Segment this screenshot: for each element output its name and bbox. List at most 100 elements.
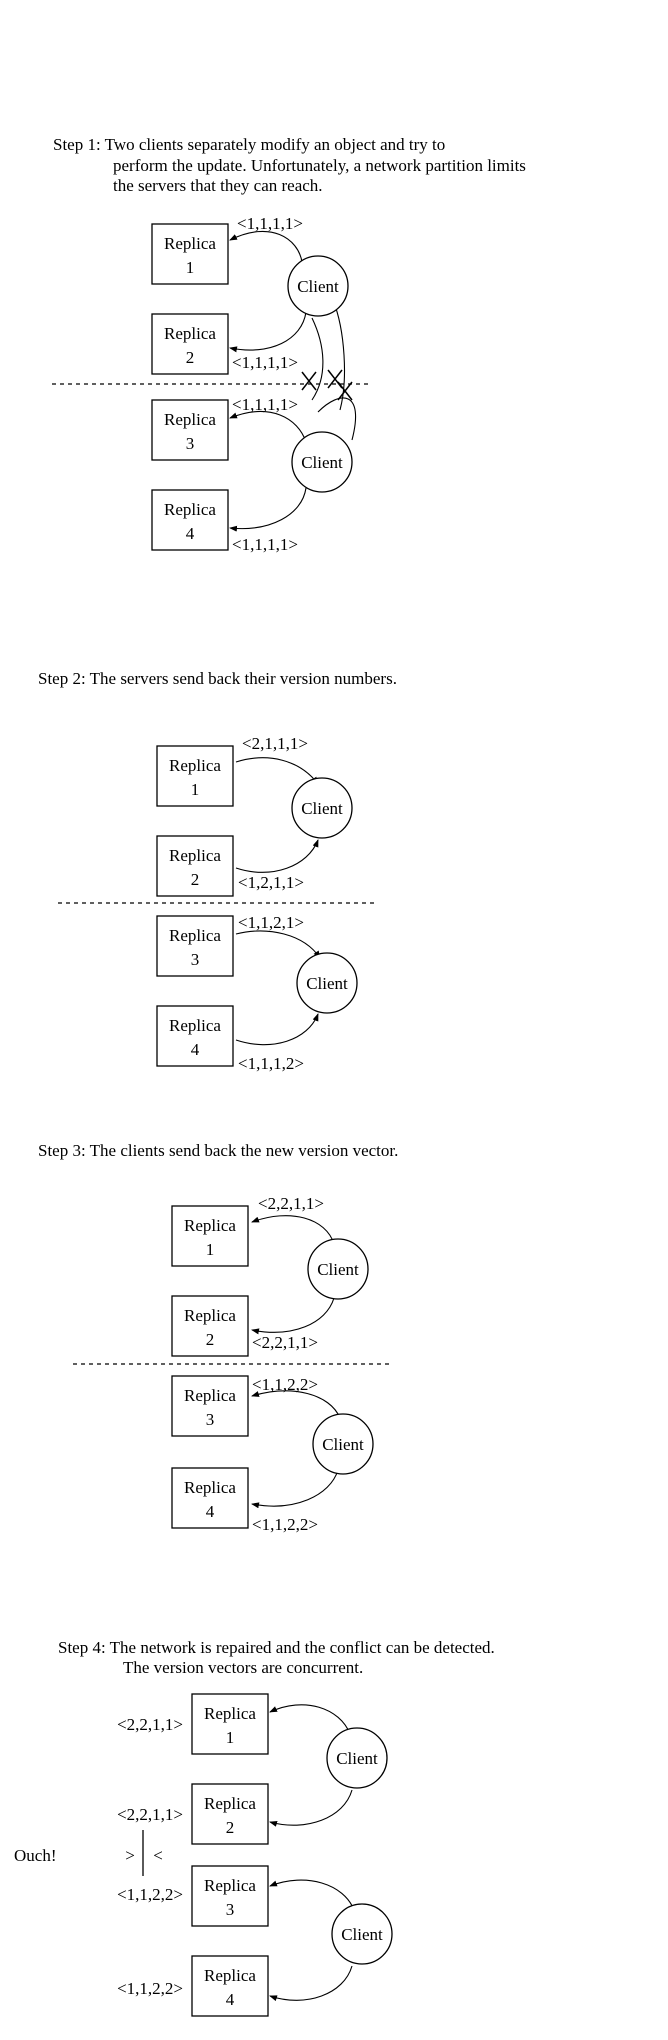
replica-label: Replica [184, 1478, 236, 1497]
step-3-caption: Step 3: The clients send back the new ve… [38, 1141, 398, 1160]
step-2-replica-4: Replica 4 [156, 1005, 234, 1067]
replica-label: Replica [204, 1876, 256, 1895]
step-1-replica-3: Replica 3 [151, 399, 229, 461]
replica-number: 3 [206, 1410, 215, 1429]
update-arrow [229, 230, 303, 263]
replica-label: Replica [204, 1794, 256, 1813]
step-4-client-2: Client [331, 1903, 393, 1965]
update-arrow [251, 1215, 335, 1245]
replica-number: 2 [191, 870, 200, 889]
step-4-replica-1: Replica 1 [191, 1693, 269, 1755]
link-arrow [269, 1879, 355, 1911]
step-1-client-2: Client [291, 431, 353, 493]
link-arrow [269, 1965, 353, 2002]
replica-number: 1 [191, 780, 200, 799]
step-1-replica-1: Replica 1 [151, 223, 229, 285]
step-3-replica-1: Replica 1 [171, 1205, 249, 1267]
replica-label: Replica [169, 846, 221, 865]
step-3-client-2: Client [312, 1413, 374, 1475]
link-arrow [269, 1704, 351, 1735]
replica-number: 3 [226, 1900, 235, 1919]
client-label: Client [301, 799, 343, 818]
client-label: Client [297, 277, 339, 296]
step-3-replica-3: Replica 3 [171, 1375, 249, 1437]
version-vector: <1,1,1,1> [232, 353, 298, 372]
update-arrow [229, 487, 307, 532]
update-arrow [251, 1469, 339, 1509]
step-1: Step 1: Two clients separately modify an… [52, 135, 526, 554]
step-2-replica-2: Replica 2 [156, 835, 234, 897]
version-vector: <1,1,2,1> [238, 913, 304, 932]
step-4-caption-line-1: Step 4: The network is repaired and the … [58, 1638, 495, 1657]
replica-number: 1 [206, 1240, 215, 1259]
replica-label: Replica [184, 1386, 236, 1405]
replica-label: Replica [169, 756, 221, 775]
replica-label: Replica [204, 1966, 256, 1985]
step-1-replica-2: Replica 2 [151, 313, 229, 375]
version-vector: <1,1,1,1> [237, 214, 303, 233]
step-3-replica-4: Replica 4 [171, 1467, 249, 1529]
client-label: Client [322, 1435, 364, 1454]
replica-label: Replica [169, 1016, 221, 1035]
step-1-caption-line-1: Step 1: Two clients separately modify an… [53, 135, 445, 154]
version-vector: <1,1,2,2> [252, 1515, 318, 1534]
client-label: Client [317, 1260, 359, 1279]
replica-label: Replica [169, 926, 221, 945]
version-vector: <2,2,1,1> [252, 1333, 318, 1352]
replica-number: 4 [191, 1040, 200, 1059]
replica-label: Replica [164, 410, 216, 429]
version-vector: <1,2,1,1> [238, 873, 304, 892]
blocked-cross-icon [337, 381, 353, 401]
update-arrow [229, 411, 307, 443]
replica-label: Replica [164, 500, 216, 519]
version-vector: <1,1,2,2> [117, 1885, 183, 1904]
step-4-replica-3: Replica 3 [191, 1865, 269, 1927]
step-2-replica-1: Replica 1 [156, 745, 234, 807]
reply-arrow [235, 930, 321, 959]
version-vector: <2,1,1,1> [242, 734, 308, 753]
client-label: Client [341, 1925, 383, 1944]
step-1-caption-line-3: the servers that they can reach. [113, 176, 323, 195]
reply-arrow [235, 1013, 319, 1046]
replica-number: 2 [226, 1818, 235, 1837]
client-label: Client [301, 453, 343, 472]
update-arrow [251, 1297, 335, 1335]
step-2-client-1: Client [291, 777, 353, 839]
version-vector: <1,1,1,2> [238, 1054, 304, 1073]
step-3: Step 3: The clients send back the new ve… [38, 1141, 398, 1534]
replica-number: 2 [186, 348, 195, 367]
link-arrow [269, 1789, 353, 1827]
replica-number: 4 [206, 1502, 215, 1521]
step-4-caption-line-2: The version vectors are concurrent. [123, 1658, 363, 1677]
version-vector: <2,2,1,1> [117, 1715, 183, 1734]
replica-number: 4 [186, 524, 195, 543]
ouch-label: Ouch! [14, 1846, 56, 1865]
replica-label: Replica [184, 1306, 236, 1325]
step-3-client-1: Client [307, 1238, 369, 1300]
step-2: Step 2: The servers send back their vers… [38, 669, 397, 1073]
update-arrow [229, 311, 307, 353]
replica-number: 4 [226, 1990, 235, 2009]
step-3-replica-2: Replica 2 [171, 1295, 249, 1357]
version-vector: <1,1,1,1> [232, 535, 298, 554]
update-arrow [251, 1390, 341, 1419]
version-vector: <2,2,1,1> [258, 1194, 324, 1213]
step-1-caption-line-2: perform the update. Unfortunately, a net… [113, 156, 526, 175]
step-1-client-1: Client [287, 255, 349, 317]
step-4-client-1: Client [326, 1727, 388, 1789]
version-vector: <1,1,1,1> [232, 395, 298, 414]
replica-label: Replica [204, 1704, 256, 1723]
step-4-replica-2: Replica 2 [191, 1783, 269, 1845]
step-2-client-2: Client [296, 952, 358, 1014]
replica-number: 2 [206, 1330, 215, 1349]
blocked-update-arrow [317, 397, 357, 441]
step-4: Step 4: The network is repaired and the … [14, 1638, 495, 2017]
version-vector: <2,2,1,1> [117, 1805, 183, 1824]
blocked-update-arrow [311, 317, 324, 401]
replica-number: 3 [186, 434, 195, 453]
reply-arrow [235, 757, 319, 785]
step-2-replica-3: Replica 3 [156, 915, 234, 977]
step-2-caption: Step 2: The servers send back their vers… [38, 669, 397, 688]
replica-label: Replica [184, 1216, 236, 1235]
greater-than-symbol: > [125, 1846, 135, 1865]
